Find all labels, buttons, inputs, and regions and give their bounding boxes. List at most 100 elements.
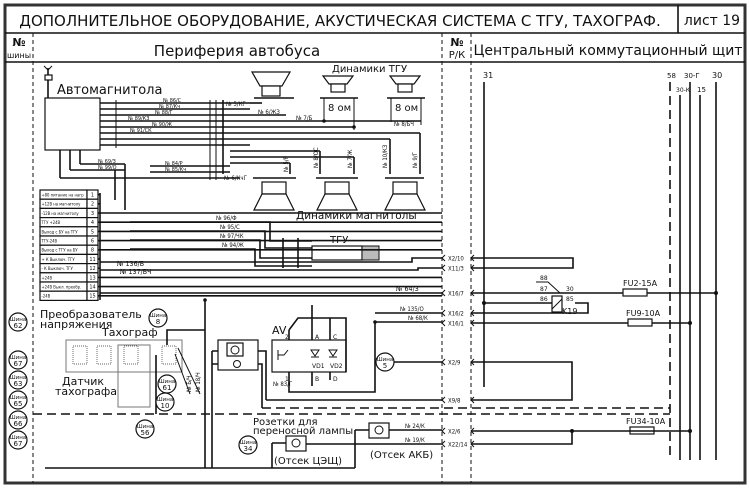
socket-akb-wires bbox=[354, 429, 442, 468]
bus-marker-label: Шина bbox=[10, 415, 26, 421]
bus-no-header: № bbox=[12, 36, 25, 49]
av-pin-d: D bbox=[333, 376, 338, 383]
wire-label-69: № 69/З bbox=[98, 159, 116, 165]
sensor-label-2: тахографа bbox=[55, 385, 117, 398]
wire-label-97: № 97/ЧК bbox=[220, 233, 244, 240]
tachograph-connector-block bbox=[117, 344, 151, 408]
antenna-icon bbox=[43, 65, 53, 71]
bus-marker-label: Шина bbox=[157, 397, 173, 403]
ohm-label-1: 8 ом bbox=[328, 103, 351, 114]
rk-connector[interactable]: X9/8 bbox=[441, 396, 475, 405]
rk-connector[interactable]: X16/7 bbox=[441, 289, 475, 298]
diode-vd2-icon bbox=[328, 349, 338, 358]
rk-connector[interactable]: X2/10 bbox=[441, 254, 475, 263]
bus-marker-number: 8 bbox=[156, 318, 160, 326]
av-unit[interactable] bbox=[271, 339, 347, 373]
wire-label-8bch: № 8/БЧ bbox=[394, 121, 414, 128]
converter-pin-number: 6 bbox=[91, 239, 94, 245]
sensor-label-1: Датчик bbox=[62, 375, 104, 388]
wire-label-6kch: № 6/КчГ bbox=[224, 175, 247, 182]
wire-label-24: № 24/К bbox=[405, 423, 425, 430]
radio-label: Автомагнитола bbox=[57, 83, 162, 98]
wire-label-b8: № 18/Ч bbox=[195, 372, 202, 392]
lighter-socket bbox=[226, 342, 244, 357]
wire-label-5r: № 5/Р bbox=[283, 155, 290, 172]
av-label: AV bbox=[272, 324, 287, 337]
wire-label-5kg: № 5/КГ bbox=[226, 101, 246, 108]
wire-label-83: № 83/Г bbox=[273, 381, 292, 388]
fuse-fu2-label: FU2-15A bbox=[623, 279, 658, 288]
socket-icon bbox=[230, 345, 240, 355]
rk-connector-label: X9/8 bbox=[448, 398, 461, 405]
converter-pin-label: ТГУ +24В bbox=[41, 220, 61, 225]
loop-x2-9 bbox=[471, 361, 573, 401]
rk-connector[interactable]: X16/1 bbox=[441, 319, 475, 328]
rk-connector-label: X2/9 bbox=[448, 360, 461, 367]
converter-pin-label: ТГУ-24В bbox=[41, 239, 58, 244]
wire-label-7zh: № 7/Ж bbox=[347, 149, 354, 168]
wire-label-10kz: № 10/КЗ bbox=[382, 144, 389, 168]
bus-marker-number: 65 bbox=[14, 400, 23, 408]
converter-pin-number: 8 bbox=[91, 248, 94, 254]
converter-pin-number: 13 bbox=[89, 275, 95, 281]
bus-marker-number: 67 bbox=[14, 440, 23, 448]
relay-pin-87: 87 bbox=[540, 286, 548, 293]
bus-marker-label: Шина bbox=[10, 435, 26, 441]
junction bbox=[688, 321, 692, 325]
terminal-30: 30 bbox=[712, 71, 722, 80]
rk-connector[interactable]: X2/6 bbox=[441, 427, 475, 436]
socket-akb[interactable] bbox=[368, 422, 390, 439]
socket-cesh[interactable] bbox=[285, 435, 307, 452]
radio-speaker-1 bbox=[253, 177, 296, 211]
tgu-unit[interactable] bbox=[311, 245, 363, 261]
junction bbox=[570, 429, 574, 433]
relay-contact bbox=[536, 281, 561, 294]
radio-speaker-3 bbox=[384, 177, 426, 211]
compartment-akb-label: (Отсек АКБ) bbox=[370, 450, 433, 461]
rk-connector[interactable]: X11/3 bbox=[441, 264, 475, 273]
bus-marker-label: Шина bbox=[377, 357, 393, 363]
radio-speakers-label: Динамики магнитолы bbox=[296, 210, 417, 222]
bus-marker-label: Шина bbox=[10, 375, 26, 381]
converter-pin-label: -24В bbox=[42, 294, 51, 299]
av-pin-a: A bbox=[315, 334, 320, 341]
junction bbox=[688, 429, 692, 433]
periphery-header: Периферия автобуса bbox=[154, 42, 320, 60]
terminal-58: 58 bbox=[667, 72, 676, 80]
tgu-speaker-1 bbox=[250, 71, 294, 99]
converter-pin-label: -12В на магнитолу bbox=[42, 211, 80, 216]
wire-label-64: № 64/З bbox=[395, 285, 419, 293]
bus-marker-label: Шина bbox=[10, 355, 26, 361]
converter-pin-label: Выход с БУ на ТГУ bbox=[42, 229, 79, 234]
rk-connector-label: X22/14 bbox=[448, 442, 468, 449]
wire-label-88: № 88/Г bbox=[155, 110, 173, 116]
loop-x2-10 bbox=[471, 257, 574, 269]
rk-connector-label: X16/1 bbox=[448, 321, 464, 328]
relay-pin-85: 85 bbox=[566, 296, 574, 303]
av-pin-b: B bbox=[315, 376, 319, 383]
fuse-fu2[interactable] bbox=[622, 288, 648, 297]
wire-label-6zh: № 6/ЖЗ bbox=[258, 109, 280, 116]
converter-pin-label: Выход с ТГУ на БУ bbox=[42, 248, 79, 253]
rk-connector[interactable]: X16/2 bbox=[441, 309, 475, 318]
bus-marker-number: 5 bbox=[383, 362, 387, 370]
wire-label-96: № 96/Ф bbox=[216, 215, 237, 222]
rk-connector[interactable]: X2/9 bbox=[441, 358, 475, 367]
fuse-fu9[interactable] bbox=[627, 318, 653, 327]
junction bbox=[322, 119, 326, 123]
wire-label-137: № 137/БЧ bbox=[119, 268, 151, 276]
bus-marker-label: Шина bbox=[10, 317, 26, 323]
ohm-label-2: 8 ом bbox=[395, 103, 418, 114]
rk-connector[interactable]: X22/14 bbox=[441, 440, 475, 449]
tachograph-pin-grid bbox=[72, 345, 177, 365]
radio-unit[interactable] bbox=[44, 97, 101, 151]
bus-marker-label: Шина bbox=[240, 440, 256, 446]
